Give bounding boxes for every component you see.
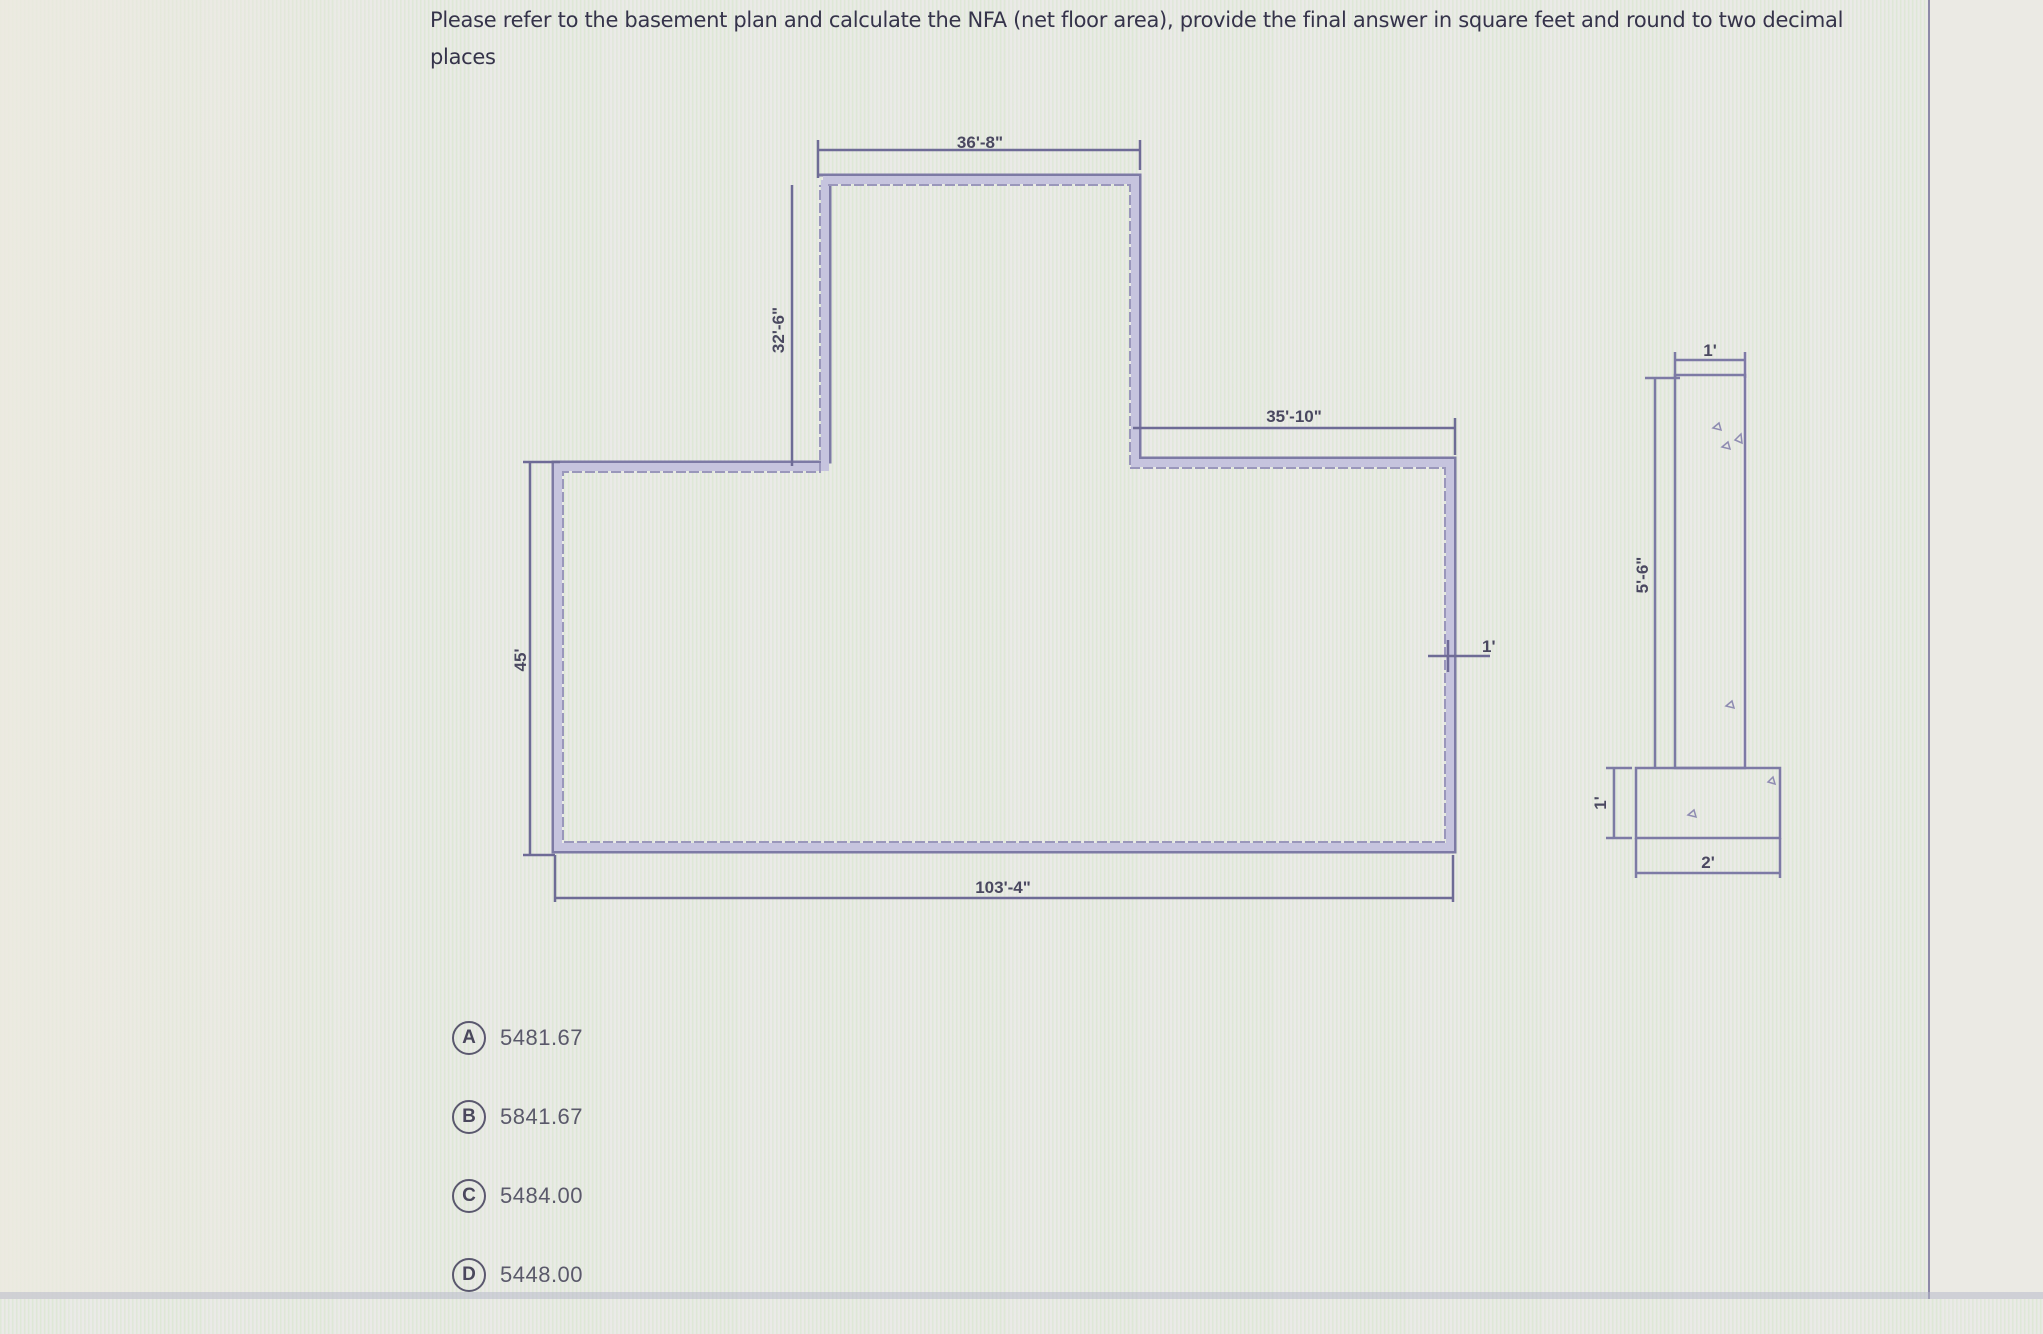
option-a-value: 5481.67 [500,1025,584,1050]
option-a[interactable]: A 5481.67 [452,1018,583,1058]
option-c[interactable]: C 5484.00 [452,1176,583,1216]
concrete-hatch-marks [1686,421,1777,819]
option-d-value: 5448.00 [500,1262,584,1287]
section-label-wall-height: 5'-6" [1633,557,1652,594]
option-b[interactable]: B 5841.67 [452,1097,583,1137]
section-label-footing-width: 2' [1701,853,1715,872]
dim-label-left-height: 45' [511,649,530,672]
dimension-notch-width [1133,418,1457,455]
screen-bottom-edge [0,1292,2043,1299]
wall-section-detail [1606,352,1782,878]
dimension-top-width [816,140,1142,178]
option-a-letter: A [452,1021,486,1055]
basement-plan-drawing: 36'-8" 32'-6" 35'-10" 45' 103'-4" 1' [511,133,1782,902]
option-d-letter: D [452,1258,486,1292]
floor-plan-walls [551,173,1457,854]
option-c-value: 5484.00 [500,1183,584,1208]
right-side-panel [1928,0,2043,1299]
dim-label-wall-thickness: 1' [1482,637,1496,656]
section-label-wall-width: 1' [1703,341,1717,360]
background-shading [0,0,420,1299]
dimension-bottom-width [553,855,1455,902]
dimension-left-height [523,460,560,857]
option-d[interactable]: D 5448.00 [452,1255,583,1295]
dim-label-bottom-width: 103'-4" [975,878,1031,897]
option-b-value: 5841.67 [500,1104,584,1129]
dim-label-notch-width: 35'-10" [1266,407,1322,426]
option-c-letter: C [452,1179,486,1213]
answer-options: A 5481.67 B 5841.67 C 5484.00 D 5448.00 [452,1018,583,1334]
option-b-letter: B [452,1100,486,1134]
question-text: Please refer to the basement plan and ca… [430,8,1844,69]
dimension-wall-thickness [1428,640,1490,672]
section-label-footing-height: 1' [1591,796,1610,810]
dim-label-top-width: 36'-8" [957,133,1003,152]
dim-label-upper-height: 32'-6" [769,307,788,353]
